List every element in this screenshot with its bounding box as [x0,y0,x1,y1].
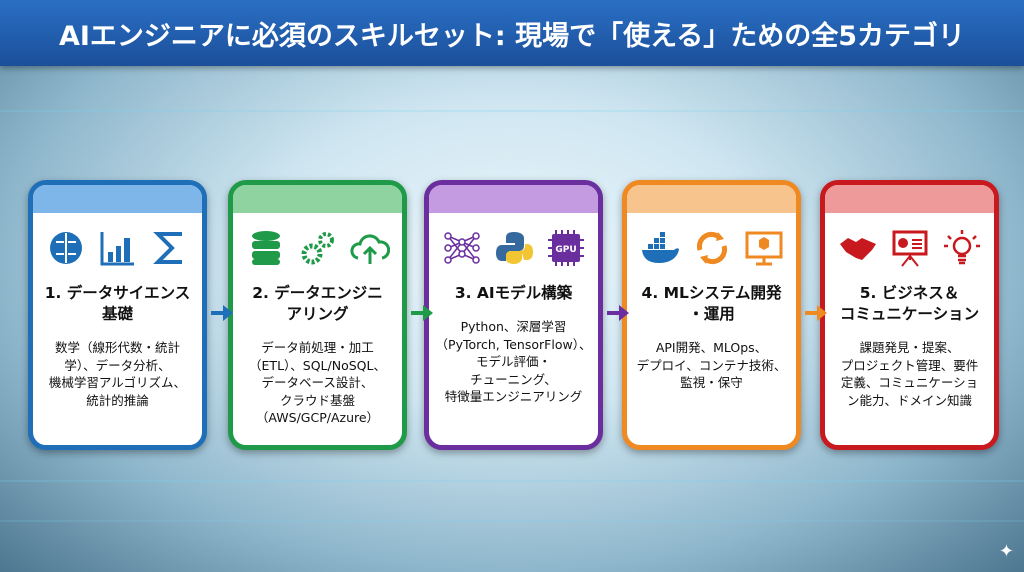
icon-row [825,227,994,269]
bar-chart-icon [100,232,134,266]
flow-arrow-icon [211,305,233,321]
card-description-line: プロジェクト管理、要件 [840,357,979,373]
background-line [0,520,1024,522]
card-title-line: 5. ビジネス＆ [859,284,960,302]
category-card-1: 1. データサイエンス基礎数学（線形代数・統計学）、データ分析、機械学習アルゴリ… [28,180,207,450]
card-description: 数学（線形代数・統計学）、データ分析、機械学習アルゴリズム、統計的推論 [33,339,202,409]
card-header-band [233,185,402,213]
card-description-line: 課題発見・提案、 [859,340,960,355]
card-title-line: アリング [286,305,349,323]
card-title: 3. AIモデル構築 [429,283,598,304]
card-description-line: データ前処理・加工 [261,340,374,355]
card-description-line: データベース設計、 [261,375,374,390]
card-description-line: （ETL）、SQL/NoSQL、 [249,357,386,373]
card-title: 5. ビジネス＆ コミュニケーション [825,283,994,325]
card-description-line: Python、深層学習 [460,319,567,334]
sparkle-icon: ✦ [998,541,1014,562]
card-description-line: ン能力、ドメイン知識 [846,392,972,408]
card-title-line: 基礎 [101,305,133,323]
icon-row [33,227,202,269]
gears-icon [301,232,334,265]
card-description: データ前処理・加工 （ETL）、SQL/NoSQL、データベース設計、クラウド基盤… [233,339,402,427]
card-description-line: 統計的推論 [86,392,149,408]
card-description-line: 監視・保守 [680,375,743,390]
flow-arrow-icon [805,305,827,321]
card-description-line: 数学（線形代数・統計 [54,340,180,355]
background-line [0,110,1024,112]
background-line [0,480,1024,482]
card-title-line: 4. MLシステム開発 [641,284,782,302]
card-description: API開発、MLOps、デプロイ、コンテナ技術、監視・保守 [627,339,796,392]
icon-row [233,227,402,269]
category-card-4: 4. MLシステム開発・運用 API開発、MLOps、デプロイ、コンテナ技術、監視… [622,180,801,450]
icon-row [627,227,796,269]
card-title: 1. データサイエンス基礎 [33,283,202,325]
card-title-line: ・運用 [688,305,735,323]
category-card-5: 5. ビジネス＆ コミュニケーション課題発見・提案、プロジェクト管理、要件定義、コ… [820,180,999,450]
python-icon [495,232,533,264]
card-header-band [825,185,994,213]
card-description-line: チューニング、 [470,371,557,387]
flow-arrow-icon [607,305,629,321]
database-icon [251,231,280,265]
card-title: 4. MLシステム開発・運用 [627,283,796,325]
flow-arrow-icon [411,305,433,321]
card-header-band [429,185,598,213]
category-card-3: GPU 3. AIモデル構築 Python、深層学習 （PyTorch, Tensor… [424,180,603,450]
card-header-band [33,185,202,213]
card-description: 課題発見・提案、プロジェクト管理、要件定義、コミュニケーション能力、ドメイン知識 [825,339,994,409]
sigma-icon [152,232,182,264]
gpu-label: GPU [555,245,576,255]
card-description-line: API開発、MLOps、 [655,340,768,355]
card-description-line: 定義、コミュニケーショ [840,375,979,390]
docker-icon [641,232,679,263]
icon-row: GPU [429,227,598,269]
card-description-line: クラウド基盤 [279,392,355,408]
card-description-line: 特徴量エンジニアリング [444,389,583,404]
card-title-line: 1. データサイエンス [44,284,191,302]
card-title-line: 3. AIモデル構築 [454,284,573,302]
brain-icon [49,232,82,264]
gpu-icon: GPU [547,230,584,266]
card-description-line: 学）、データ分析、 [64,357,171,373]
card-title-line: 2. データエンジニ [252,284,383,302]
presentation-icon [892,230,927,267]
handshake-icon [839,238,876,260]
card-description-line: モデル評価・ [475,354,551,369]
lightbulb-icon [943,230,980,265]
card-description-line: 機械学習アルゴリズム、 [48,375,187,390]
neural-network-icon [443,232,480,264]
monitor-icon [745,231,782,266]
card-description-line: （PyTorch, TensorFlow）、 [435,336,592,352]
card-description-line: デプロイ、コンテナ技術、 [636,357,787,373]
page-title: AIエンジニアに必須のスキルセット: 現場で「使える」ための全5カテゴリ [0,0,1024,66]
card-header-band [627,185,796,213]
cloud-upload-icon [349,234,390,264]
cycle-icon [696,231,727,265]
card-title: 2. データエンジニアリング [233,283,402,325]
card-description-line: （AWS/GCP/Azure） [255,410,380,425]
category-card-2: 2. データエンジニアリングデータ前処理・加工 （ETL）、SQL/NoSQL、デ… [228,180,407,450]
card-description: Python、深層学習 （PyTorch, TensorFlow）、モデル評価・チ… [429,318,598,406]
card-title-line: コミュニケーション [839,305,980,323]
